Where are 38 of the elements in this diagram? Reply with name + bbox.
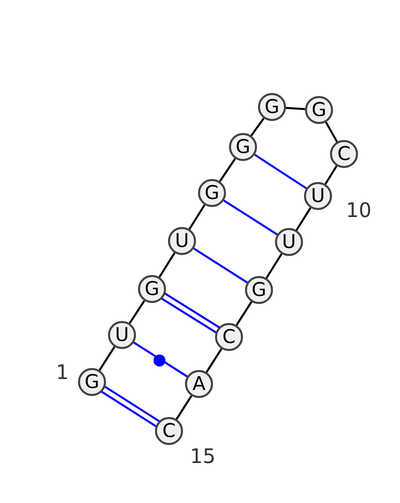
backbone-line [325,122,338,142]
nucleotide-circle: G [138,275,166,303]
backbone-line [98,346,116,371]
backbone-line [158,252,176,278]
backbone-line [219,158,236,182]
nucleotide-circle: U [275,228,303,256]
base-pair-line [223,200,278,236]
backbone-line [176,395,192,420]
base-pair-line [193,248,248,284]
backbone-line [286,106,306,110]
nucleotide-circle: U [108,321,136,349]
nucleotide-circle: C [215,323,243,351]
nucleotide-circle: C [155,417,183,445]
base-pair-line [159,291,222,335]
backbone-line [324,165,338,185]
position-number: 1 [56,362,69,382]
backbone-line [266,253,282,279]
nucleotide-circle: C [330,140,358,168]
nucleotide-circle: U [304,182,332,210]
nucleotide-circle: A [185,370,213,398]
backbone-line [236,301,252,326]
nucleotide-circle: G [305,96,333,124]
backbone-line [206,348,222,373]
nucleotide-circle: G [258,93,286,121]
position-number: 10 [346,200,372,220]
backbone-line [188,204,206,230]
nucleotide-circle: G [229,133,257,161]
nucleotide-circle: G [78,368,106,396]
backbone-line [250,118,265,136]
backbone-line [296,207,312,231]
nucleotide-circle: G [198,179,226,207]
base-pair-line [254,154,307,190]
nucleotide-circle: G [245,276,273,304]
position-number: 15 [190,446,216,466]
base-pair-line [99,384,162,428]
backbone-line [128,300,146,324]
nucleotide-circle: U [168,227,196,255]
base-pair-line [133,342,188,378]
